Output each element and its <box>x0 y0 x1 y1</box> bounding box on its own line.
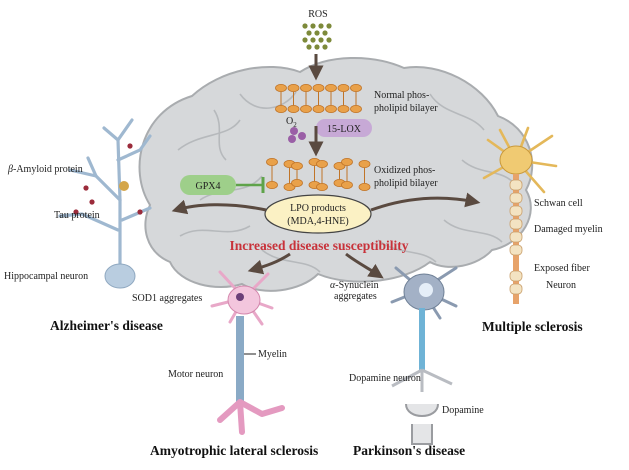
lipid-head <box>291 178 303 187</box>
dopamine-branches <box>391 368 453 392</box>
oxygen-molecule <box>288 127 306 143</box>
lipid-head <box>275 105 287 114</box>
myelin-segment <box>509 283 523 295</box>
parkinsons-title: Parkinson's disease <box>353 443 465 458</box>
normal-bilayer-label-1: Normal phos- <box>374 90 429 101</box>
arrow-to-alzheimers <box>171 199 267 215</box>
arrow-to-parkinsons <box>345 252 384 279</box>
myelin-segment <box>509 270 523 282</box>
lipid-head <box>358 182 371 191</box>
lipid-head <box>300 84 312 93</box>
motor-neuron-soma <box>227 285 261 315</box>
normal-bilayer <box>275 84 362 114</box>
arrow-to-als <box>247 252 291 275</box>
dopamine-neuron-nucleus <box>419 283 433 297</box>
schwan-cell-label: Schwan cell <box>534 198 583 209</box>
lipid-head <box>358 159 371 168</box>
ms-neuron-label: Neuron <box>546 280 576 291</box>
normal-bilayer-label-2: pholipid bilayer <box>374 103 438 114</box>
myelin-segment <box>509 244 523 256</box>
motor-neuron-label: Motor neuron <box>168 369 223 380</box>
als-title: Amyotrophic lateral sclerosis <box>150 443 318 458</box>
lipid-head <box>316 159 328 168</box>
lipid-head <box>337 105 350 114</box>
myelin-segment <box>509 205 523 217</box>
alzheimers-title: Alzheimer's disease <box>50 318 163 333</box>
lipid-head <box>325 105 337 114</box>
synuclein-label-1: α-Synuclein <box>330 280 379 291</box>
synuclein-label-2: aggregates <box>334 291 377 302</box>
oxidized-bilayer-label-2: pholipid bilayer <box>374 178 438 189</box>
lox-label: 15-LOX <box>327 124 362 135</box>
lipid-head <box>337 84 350 93</box>
ms-title: Multiple sclerosis <box>482 319 583 334</box>
ros-dots <box>302 23 332 50</box>
lipid-head <box>325 84 337 93</box>
myelin-segment <box>509 179 523 191</box>
lipid-head <box>341 180 353 189</box>
lpo-products-box <box>264 194 372 234</box>
hippocampal-neuron <box>58 118 152 268</box>
sod1-aggregate <box>236 293 244 301</box>
amyloid-dots <box>73 143 143 215</box>
lipid-head <box>350 84 362 93</box>
damaged-myelin-label: Damaged myelin <box>534 224 603 235</box>
brain-gyri <box>177 91 517 273</box>
myelin-label: Myelin <box>258 349 287 360</box>
brain <box>138 56 534 292</box>
exposed-fiber-label: Exposed fiber <box>534 263 590 274</box>
lipid-head <box>341 157 353 166</box>
tau-protein-label: Tau protein <box>54 210 100 221</box>
dopamine-neuron-label: Dopamine neuron <box>349 373 421 384</box>
hippocampal-soma <box>104 263 136 289</box>
lipid-head <box>316 182 328 191</box>
ms-axon <box>509 174 523 304</box>
myelin-segment <box>509 218 523 230</box>
sod1-label: SOD1 aggregates <box>132 293 202 304</box>
motor-terminal <box>217 399 285 435</box>
lipid-head <box>312 84 325 93</box>
lpo-label-1: LPO products <box>290 203 346 214</box>
tau-tangle <box>119 181 129 191</box>
lipid-head <box>287 105 300 114</box>
brain-outline <box>138 56 534 292</box>
hippocampal-neuron-label: Hippocampal neuron <box>4 271 88 282</box>
lipid-head <box>266 180 278 189</box>
dopamine-axon <box>419 308 425 372</box>
myelin-segment <box>509 231 523 243</box>
lpo-label-2: (MDA,4-HNE) <box>287 216 348 227</box>
lipid-head <box>266 157 278 166</box>
outcome-arrows <box>171 192 481 279</box>
lox-box <box>316 119 372 137</box>
beta-amyloid-label: β-Amyloid protein <box>7 164 83 175</box>
susceptibility-title: Increased disease susceptibility <box>229 238 408 253</box>
lipid-head <box>291 161 303 170</box>
arrow-to-ms <box>370 192 481 212</box>
gpx4-label: GPX4 <box>195 181 220 192</box>
oxidized-bilayer <box>266 157 371 191</box>
lipid-head <box>350 105 362 114</box>
lipid-head <box>300 105 312 114</box>
o2-label: O2 <box>286 116 297 129</box>
lipid-head <box>312 105 325 114</box>
ms-neuron-soma <box>499 145 533 175</box>
motor-axon <box>236 316 244 404</box>
lipid-head <box>287 84 300 93</box>
gpx4-box <box>180 175 236 195</box>
oxidized-bilayer-label-1: Oxidized phos- <box>374 165 435 176</box>
myelin-segment <box>509 192 523 204</box>
lipid-head <box>275 84 287 93</box>
ros-label: ROS <box>308 9 327 20</box>
synapse <box>405 403 439 445</box>
dopamine-label: Dopamine <box>442 405 484 416</box>
